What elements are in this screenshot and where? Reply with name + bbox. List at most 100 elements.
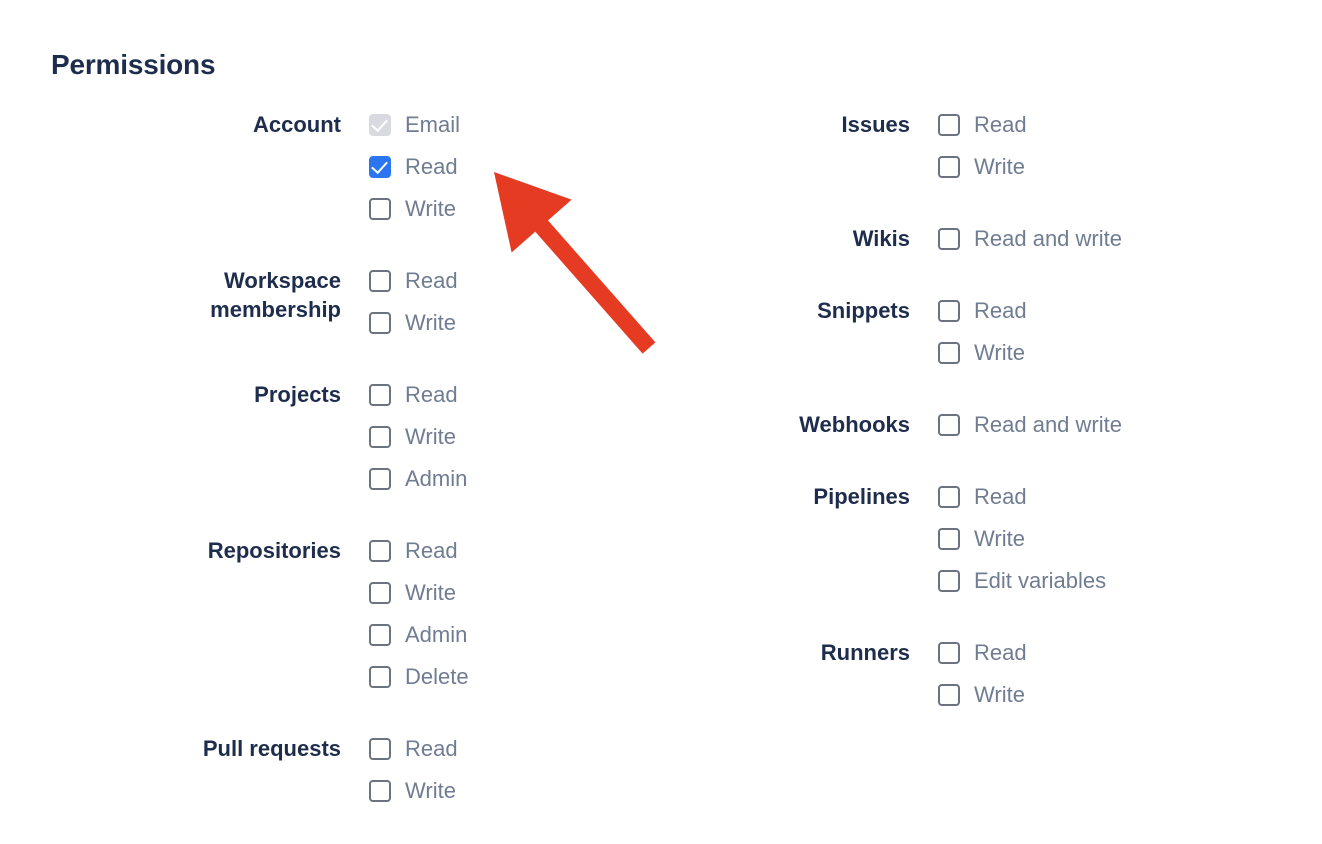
permission-group-label: Runners [820,640,910,665]
permission-option-label[interactable]: Write [974,526,1025,551]
permission-option-row[interactable]: Write [369,188,460,230]
checkbox-unchecked-icon[interactable] [369,780,391,802]
permission-option-row[interactable]: Read [938,104,1027,146]
checkbox-unchecked-icon[interactable] [938,156,960,178]
checkbox-unchecked-icon[interactable] [369,540,391,562]
permission-option-label[interactable]: Read [974,640,1027,665]
permission-option-label[interactable]: Delete [405,664,469,689]
check-mark-icon [371,156,388,175]
permission-option-row[interactable]: Write [369,302,458,344]
checkbox-unchecked-icon[interactable] [938,528,960,550]
checkbox-unchecked-icon[interactable] [938,570,960,592]
permission-option-row[interactable]: Admin [369,614,469,656]
permission-option-row[interactable]: Read [938,632,1027,674]
checkbox-unchecked-icon[interactable] [938,228,960,250]
permission-group-label: Issues [841,112,911,137]
checkbox-unchecked-icon[interactable] [369,624,391,646]
permission-option-row[interactable]: Read [369,728,458,770]
permission-option-label[interactable]: Read [974,298,1027,323]
checkbox-unchecked-icon[interactable] [369,198,391,220]
permission-group-label: Workspace membership [210,268,341,322]
permission-option-label[interactable]: Write [405,196,456,221]
permission-option-row[interactable]: Write [369,416,467,458]
permission-option-row[interactable]: Read [369,374,467,416]
permission-group-label: Repositories [207,538,341,563]
permission-option-row[interactable]: Read [369,530,469,572]
permission-option-label[interactable]: Read [405,268,458,293]
permission-option-row[interactable]: Edit variables [938,560,1106,602]
checkbox-unchecked-icon[interactable] [938,684,960,706]
permission-option-label[interactable]: Write [974,340,1025,365]
permission-option-label[interactable]: Write [974,154,1025,179]
permission-option-row[interactable]: Read [369,260,458,302]
permission-option-row[interactable]: Admin [369,458,467,500]
permission-option-label[interactable]: Admin [405,622,468,647]
checkbox-unchecked-icon[interactable] [369,426,391,448]
permission-option-label[interactable]: Write [405,580,456,605]
permission-option-label[interactable]: Edit variables [974,568,1107,593]
permission-option-label[interactable]: Read [974,112,1027,137]
permission-option-label[interactable]: Read [974,484,1027,509]
permission-option-row[interactable]: Write [938,674,1027,716]
permission-option-row[interactable]: Write [938,146,1027,188]
permission-option-row[interactable]: Delete [369,656,469,698]
permission-option-label[interactable]: Admin [405,466,468,491]
checkbox-unchecked-icon[interactable] [369,384,391,406]
permission-option-row[interactable]: Read and write [938,404,1122,446]
permission-option-row[interactable]: Read and write [938,218,1122,260]
permission-option-row[interactable]: Read [938,476,1106,518]
permission-option-row[interactable]: Write [938,518,1106,560]
checkbox-unchecked-icon[interactable] [938,300,960,322]
permission-option-label[interactable]: Read [405,736,458,761]
permission-option-row[interactable]: Read [938,290,1027,332]
checkbox-unchecked-icon[interactable] [938,642,960,664]
permission-option-label[interactable]: Write [405,310,456,335]
permission-option-label[interactable]: Read and write [974,226,1122,251]
checkbox-unchecked-icon[interactable] [369,582,391,604]
checkbox-unchecked-icon[interactable] [369,738,391,760]
permission-option-row[interactable]: Email [369,104,460,146]
checkbox-disabled-checked-icon [369,114,391,136]
checkbox-checked-icon[interactable] [369,156,391,178]
permission-group-label: Pipelines [813,484,910,509]
checkbox-unchecked-icon[interactable] [369,666,391,688]
checkbox-unchecked-icon[interactable] [369,270,391,292]
permission-option-row[interactable]: Write [938,332,1027,374]
permission-group-label: Account [253,112,341,137]
permission-option-label[interactable]: Read [405,538,458,563]
checkbox-unchecked-icon[interactable] [369,312,391,334]
checkbox-unchecked-icon[interactable] [938,342,960,364]
permission-option-row[interactable]: Read [369,146,460,188]
permission-option-row[interactable]: Write [369,572,469,614]
permission-option-label[interactable]: Read [405,154,458,179]
checkbox-unchecked-icon[interactable] [369,468,391,490]
checkbox-unchecked-icon[interactable] [938,114,960,136]
permission-option-label[interactable]: Read [405,382,458,407]
permission-option-label[interactable]: Email [405,112,461,137]
permission-option-row[interactable]: Write [369,770,458,812]
permission-option-label[interactable]: Write [974,682,1025,707]
checkbox-unchecked-icon[interactable] [938,414,960,436]
permission-option-label[interactable]: Write [405,424,456,449]
permission-option-label[interactable]: Read and write [974,412,1122,437]
permission-group-label: Projects [254,382,341,407]
permission-option-list: Read and write [910,404,1122,446]
permission-option-list: Read and write [910,218,1122,260]
checkbox-unchecked-icon[interactable] [938,486,960,508]
permission-option-label[interactable]: Write [405,778,456,803]
